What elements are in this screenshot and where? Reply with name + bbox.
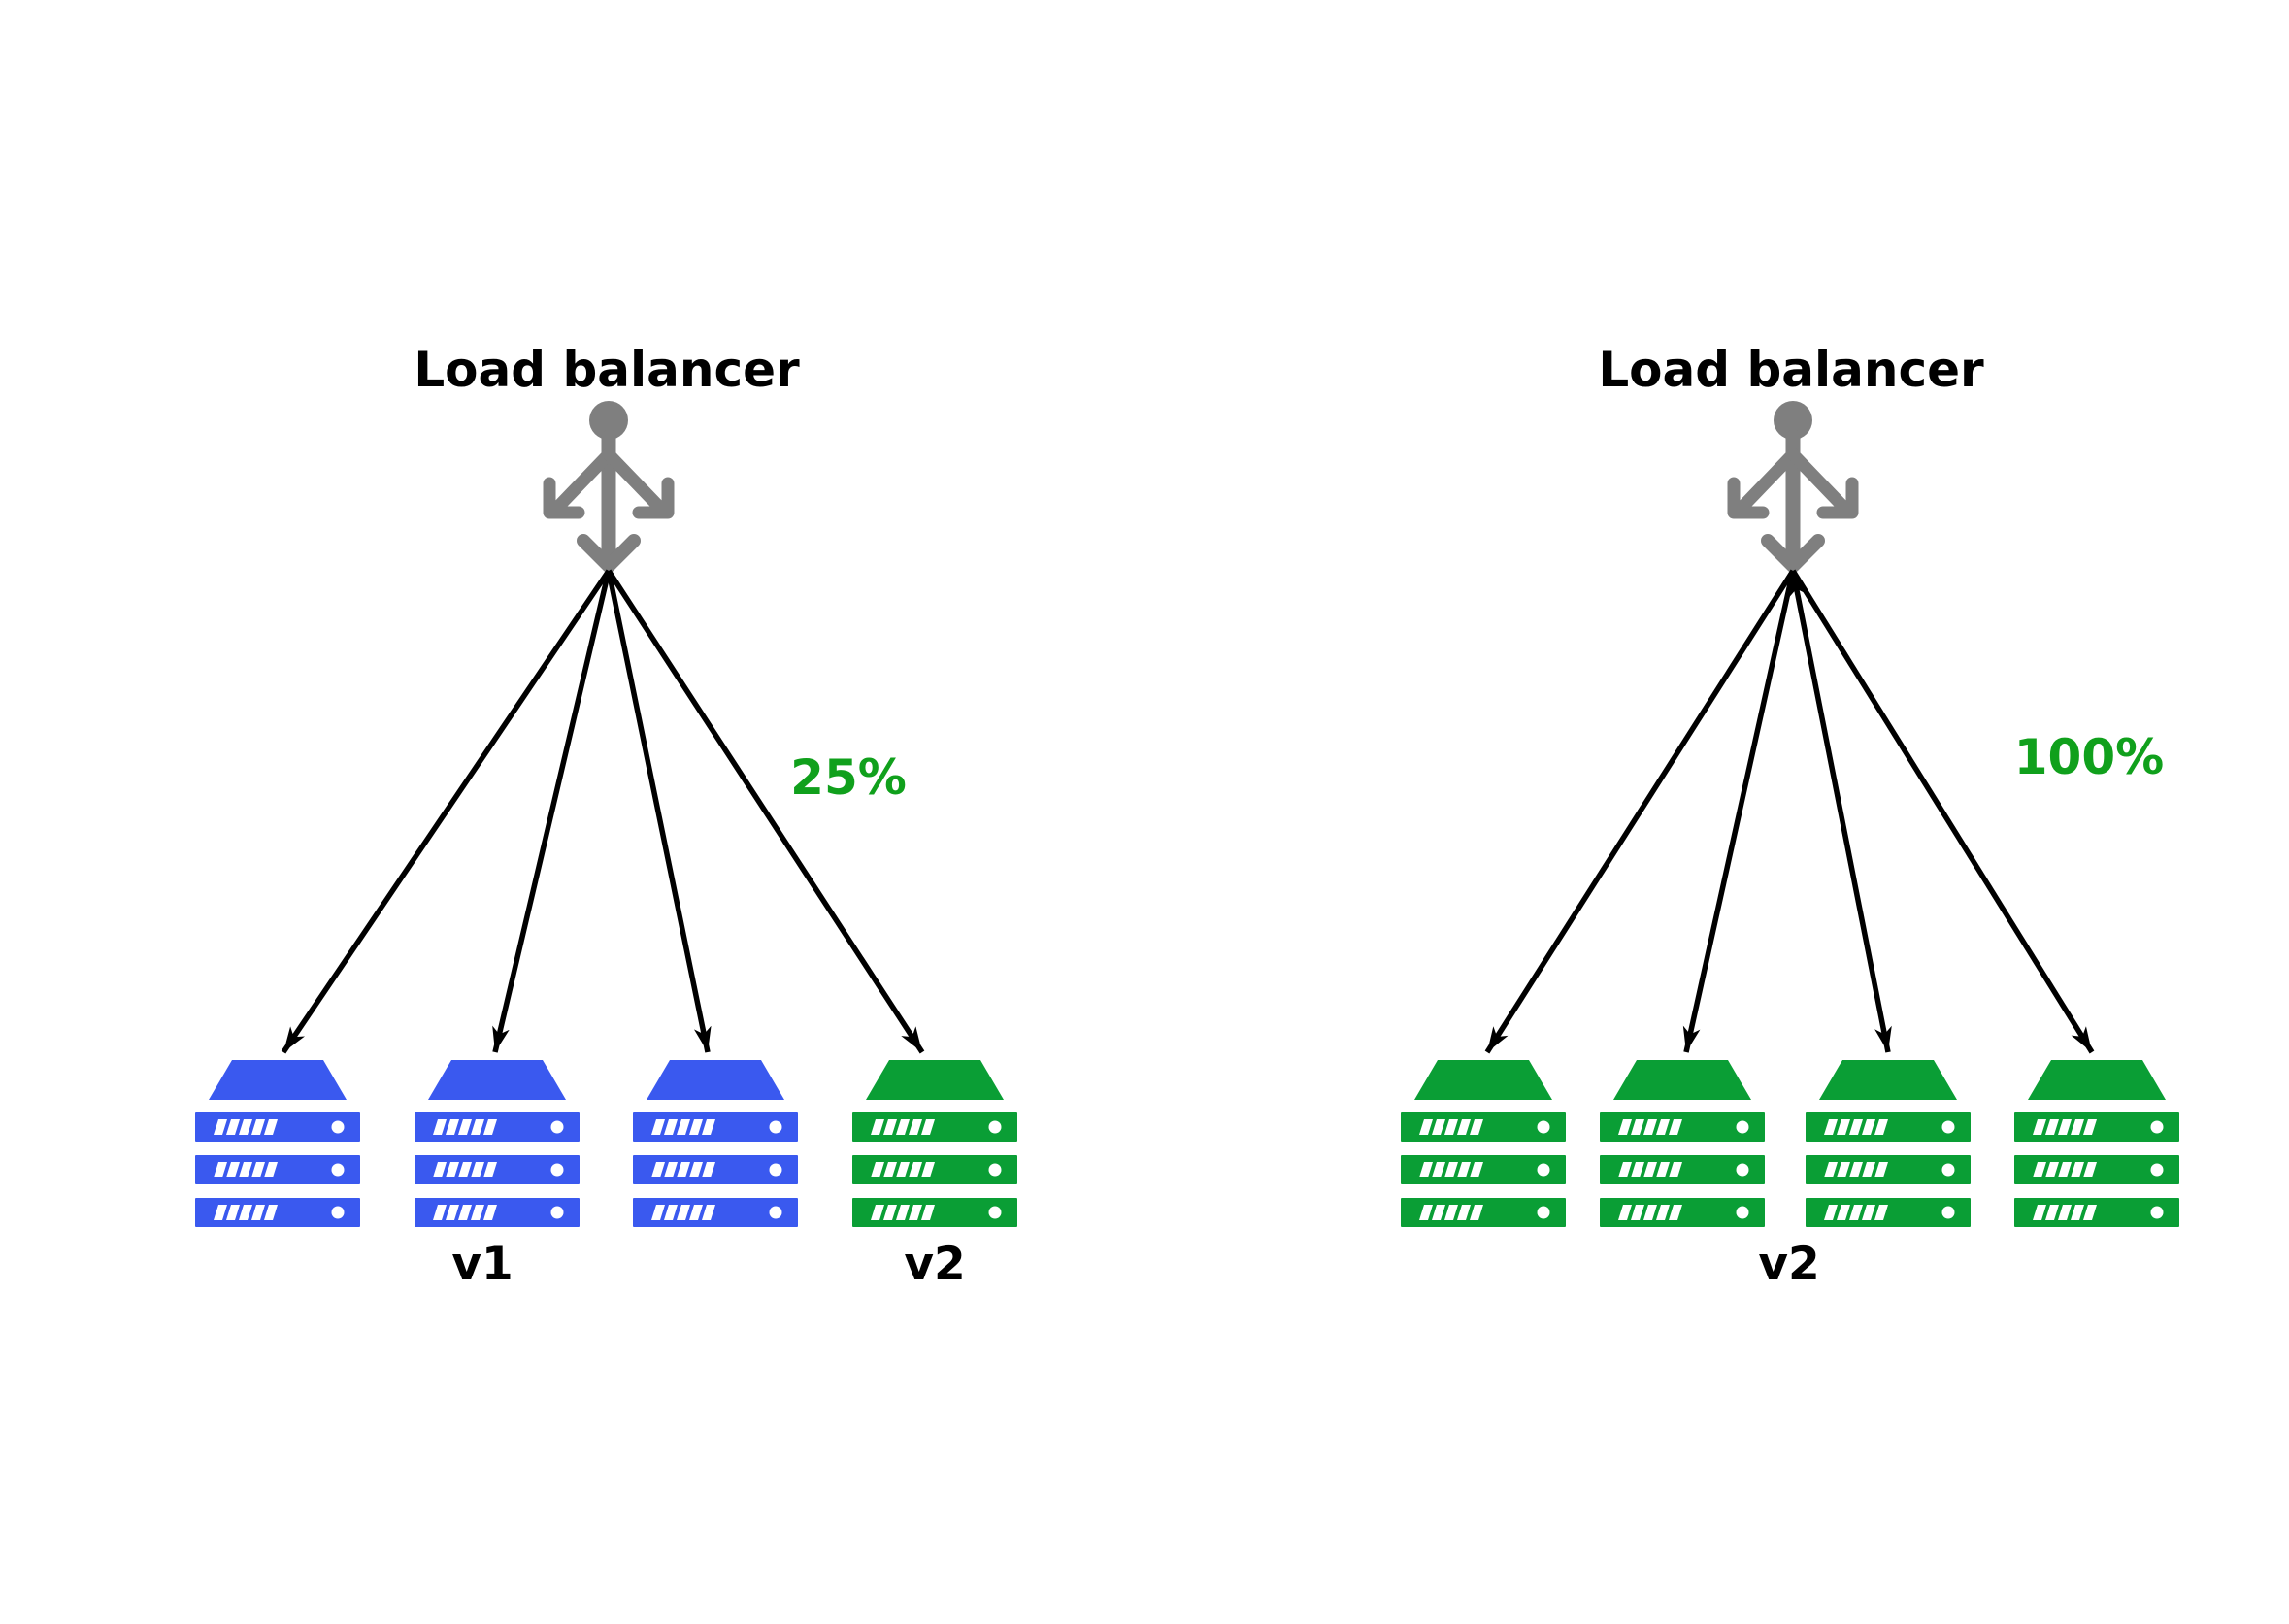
traffic-arrows (1484, 569, 2095, 1054)
server-stack-v1-icon (415, 1060, 580, 1227)
server-stack-v2-icon (852, 1060, 1017, 1227)
server-stack-v2-icon (2014, 1060, 2179, 1227)
traffic-arrow (606, 570, 712, 1053)
server-stack-v1-icon (195, 1060, 360, 1227)
traffic-arrow (492, 570, 612, 1053)
full-rollout-diagram: Load balancer 100% v2 (1401, 342, 2179, 1291)
canary-diagram: Load balancer 25% v1 v2 (195, 342, 1017, 1291)
server-stack-v2-icon (1600, 1060, 1765, 1227)
traffic-share-label: 100% (2014, 729, 2164, 785)
traffic-arrow (1484, 569, 1796, 1054)
server-stack-v2-icon (1401, 1060, 1566, 1227)
traffic-arrow (1789, 570, 1892, 1053)
traffic-arrow (1790, 569, 2095, 1054)
traffic-arrows (281, 569, 925, 1054)
version-label-v2: v2 (1758, 1238, 1819, 1291)
server-stacks (1401, 1060, 2179, 1227)
version-label-v2: v2 (904, 1238, 965, 1291)
load-balancer-title: Load balancer (414, 342, 800, 398)
load-balancer-title: Load balancer (1598, 342, 1984, 398)
traffic-arrow (606, 569, 925, 1054)
traffic-arrow (281, 569, 612, 1054)
traffic-arrow (1682, 570, 1796, 1053)
version-label-v1: v1 (451, 1238, 513, 1291)
traffic-share-label: 25% (790, 749, 907, 806)
server-stacks (195, 1060, 1017, 1227)
load-balancer-icon (549, 401, 668, 566)
server-stack-v2-icon (1806, 1060, 1971, 1227)
server-stack-v1-icon (633, 1060, 798, 1227)
load-balancer-icon (1734, 401, 1852, 566)
